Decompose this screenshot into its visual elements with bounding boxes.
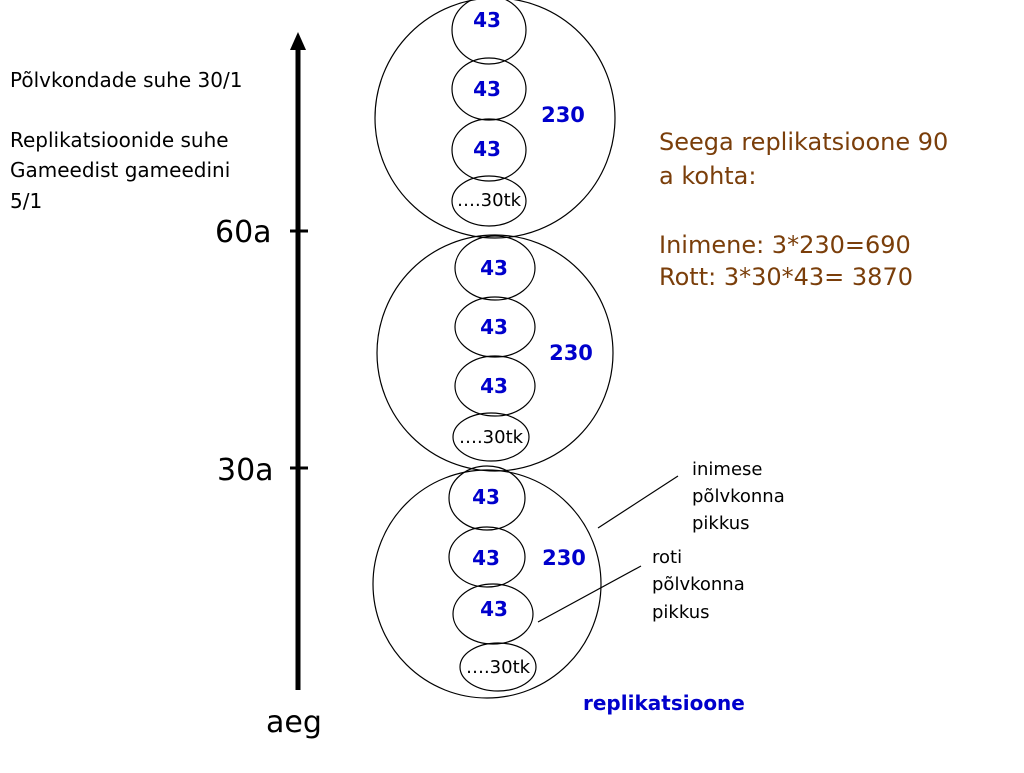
callout-human-line3: pikkus <box>692 513 750 534</box>
rat-generation-ellipse <box>454 235 536 301</box>
axis-tick-label-30: 30a <box>217 453 274 488</box>
axis-label: aeg <box>266 705 322 740</box>
callout-human-line1: inimese <box>692 459 762 480</box>
replication-ratio-line2: Gameedist gameedini <box>10 158 230 182</box>
human-generation-circle <box>376 234 614 472</box>
human-generation-bottom: 43 43 43 ….30tk 230 <box>372 465 602 699</box>
callout-leader-line <box>537 565 642 623</box>
rat-generation-count: ….30tk <box>466 657 531 678</box>
time-axis: 60a 30a aeg <box>215 32 322 740</box>
callout-rat: roti põlvkonna pikkus <box>537 547 745 623</box>
result-line1: Seega replikatsioone 90 <box>659 128 948 156</box>
callout-human: inimese põlvkonna pikkus <box>597 459 785 534</box>
rat-replication-count: 43 <box>472 485 500 509</box>
replication-ratio-line1: Replikatsioonide suhe <box>10 128 229 152</box>
human-replication-count: 230 <box>542 546 586 570</box>
rat-generation-ellipse <box>454 355 536 417</box>
human-generation-middle: 43 43 43 ….30tk 230 <box>376 234 614 472</box>
result-rat: Rott: 3*30*43= 3870 <box>659 263 913 291</box>
left-notes: Põlvkondade suhe 30/1 Replikatsioonide s… <box>10 68 242 213</box>
rat-generation-ellipse <box>452 412 530 462</box>
callout-human-line2: põlvkonna <box>692 486 785 507</box>
callout-rat-line3: pikkus <box>652 602 710 623</box>
result-line2: a kohta: <box>659 162 756 190</box>
result-summary: Seega replikatsioone 90 a kohta: Inimene… <box>659 128 948 291</box>
rat-generation-ellipse <box>448 526 526 588</box>
rat-generation-ellipse <box>451 0 527 65</box>
callout-rat-line2: põlvkonna <box>652 574 745 595</box>
rat-replication-count: 43 <box>480 374 508 398</box>
replication-ratio-line3: 5/1 <box>10 189 42 213</box>
rat-generation-ellipse <box>459 642 537 692</box>
callout-leader-line <box>597 475 679 529</box>
rat-replication-count: 43 <box>480 256 508 280</box>
rat-generation-ellipse <box>452 583 534 645</box>
rat-replication-count: 43 <box>473 137 501 161</box>
rat-generation-ellipse <box>448 465 526 531</box>
rat-replication-count: 43 <box>473 77 501 101</box>
axis-arrowhead-icon <box>290 32 306 50</box>
human-generation-circle <box>372 469 602 699</box>
human-replication-count: 230 <box>549 341 593 365</box>
rat-generation-count: ….30tk <box>457 190 522 211</box>
rat-replication-count: 43 <box>480 315 508 339</box>
callout-rat-line1: roti <box>652 547 682 568</box>
generation-ratio-text: Põlvkondade suhe 30/1 <box>10 68 242 92</box>
human-generation-top: 43 43 43 ….30tk 230 <box>374 0 616 239</box>
result-human: Inimene: 3*230=690 <box>659 231 911 259</box>
rat-replication-count: 43 <box>473 8 501 32</box>
rat-generation-count: ….30tk <box>459 427 524 448</box>
rat-generation-ellipse <box>451 118 527 182</box>
replications-label: replikatsioone <box>583 691 745 715</box>
rat-generation-ellipse <box>454 296 536 358</box>
rat-replication-count: 43 <box>472 546 500 570</box>
human-generation-circle <box>374 0 616 239</box>
axis-tick-label-60: 60a <box>215 215 272 250</box>
rat-generation-ellipse <box>451 175 527 227</box>
rat-replication-count: 43 <box>480 597 508 621</box>
human-replication-count: 230 <box>541 103 585 127</box>
rat-generation-ellipse <box>451 57 527 121</box>
